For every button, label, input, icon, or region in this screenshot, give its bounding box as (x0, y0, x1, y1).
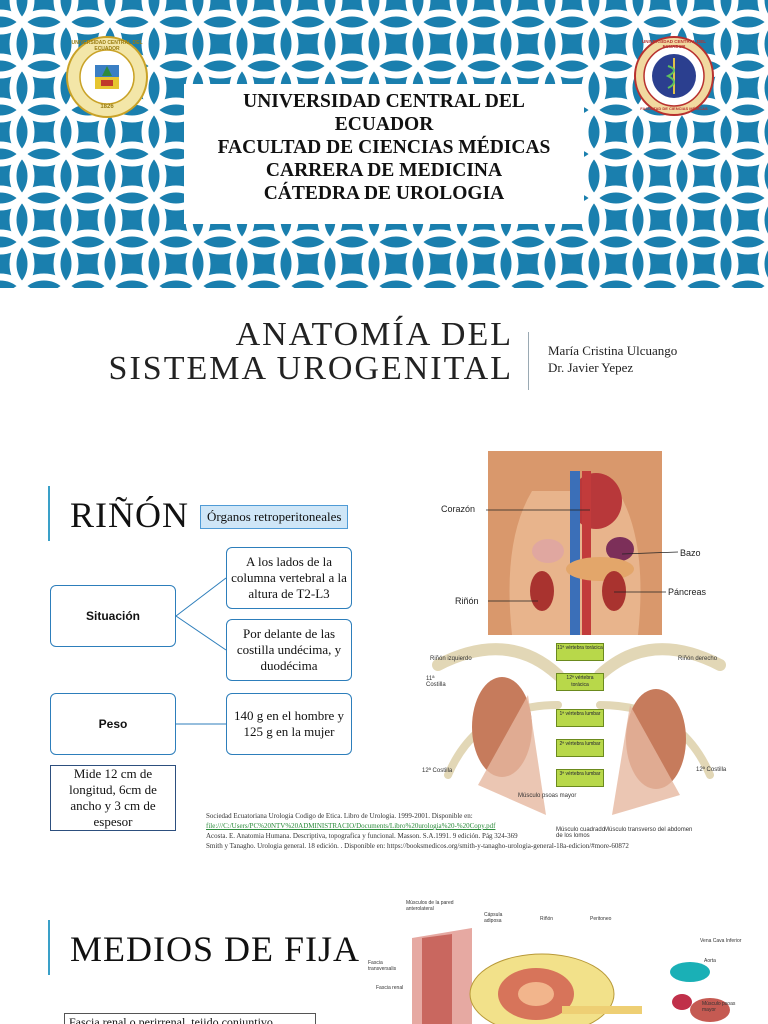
situacion-item-costilla: Por delante de las costilla undécima, y … (226, 619, 352, 681)
title-line-country: ECUADOR (334, 114, 434, 135)
title-line-1: ANATOMÍA DEL (235, 316, 513, 353)
heading-accent-bar-2 (48, 920, 50, 975)
author-student: María Cristina Ulcuango (548, 343, 678, 358)
left-university-seal: UNIVERSIDAD CENTRAL DEL ECUADOR 1826 (66, 36, 148, 118)
right-seal-text: UNIVERSIDAD CENTRAL DEL ECUADOR (642, 39, 706, 49)
diagram-connectors (175, 577, 227, 725)
situacion-node: Situación (50, 585, 176, 647)
kidneys-vertebrae-figure (418, 635, 740, 835)
title-line-career: CARRERA DE MEDICINA (265, 160, 503, 181)
heading-accent-bar (48, 486, 50, 541)
rinon-slide: RIÑÓN Órganos retroperitoneales Situació… (0, 423, 768, 888)
fascia-note-box: Fascia renal o perirrenal, tejido conjun… (64, 1013, 316, 1024)
title-slide: ANATOMÍA DEL SISTEMA UROGENITAL María Cr… (0, 288, 768, 423)
label-kidney: Riñón (540, 916, 554, 922)
vertebra-l1: 1ª vértebra lumbar (556, 709, 604, 727)
right-faculty-seal: UNIVERSIDAD CENTRAL DEL ECUADOR FACULTAD… (634, 36, 714, 116)
label-peritoneum: Peritoneo (590, 916, 612, 922)
peso-node: Peso (50, 693, 176, 755)
title-line-chair: CÁTEDRA DE UROLOGIA (263, 183, 505, 204)
fixation-cross-section-figure (412, 898, 740, 1024)
authors: María Cristina Ulcuango Dr. Javier Yepez (548, 342, 677, 376)
label-bazo: Bazo (680, 548, 701, 558)
reference-3: Smith y Tanagho. Urologia general. 18 ed… (206, 842, 629, 850)
peso-value-node: 140 g en el hombre y 125 g en la mujer (226, 693, 352, 755)
header-slide: UNIVERSIDAD CENTRAL DEL ECUADOR 1826 UNI… (0, 0, 768, 288)
vertebra-t12: 12ª vértebra torácica (556, 673, 604, 691)
reference-2: Acosta. E. Anatomia Humana. Descriptiva,… (206, 832, 518, 840)
vertebra-l3: 3ª vértebra lumbar (556, 769, 604, 787)
label-adipose-capsule: Cápsula adiposa (484, 912, 503, 924)
label-rib-12-right: 12ª Costilla (696, 767, 727, 773)
label-anterolateral-muscles: Músculos de la pared anterolateral (406, 900, 454, 912)
figure-leader-lines (486, 509, 679, 602)
right-seal-bottom-text: FACULTAD DE CIENCIAS MÉDICAS (640, 106, 708, 111)
label-left-kidney: Riñón izquierdo (430, 656, 472, 662)
label-fascia-transversalis: Fascia transversalis (368, 960, 397, 972)
label-pancreas: Páncreas (668, 587, 707, 597)
title-line-2: SISTEMA UROGENITAL (108, 350, 513, 387)
fijacion-heading: MEDIOS DE FIJA (70, 929, 361, 969)
presentation-title: ANATOMÍA DEL SISTEMA UROGENITAL (48, 318, 513, 386)
title-line-faculty: FACULTAD DE CIENCIAS MÉDICAS (217, 137, 551, 158)
situacion-item-columna: A los lados de la columna vertebral a la… (226, 547, 352, 609)
reference-1-link[interactable]: file:///C:/Users/PC%20NTV%20ADMINISTRACI… (206, 822, 496, 830)
label-vena-cava: Vena Cava Inferior (700, 938, 742, 944)
title-line-university: UNIVERSIDAD CENTRAL DEL (243, 91, 525, 112)
reference-1: Sociedad Ecuatoriana Urologia Codigo de … (206, 812, 473, 820)
author-teacher: Dr. Javier Yepez (548, 360, 634, 375)
retroperitoneal-tag: Órganos retroperitoneales (200, 505, 349, 529)
dimensions-box: Mide 12 cm de longitud, 6cm de ancho y 3… (50, 765, 176, 831)
university-title-box: UNIVERSIDAD CENTRAL DEL ECUADOR FACULTAD… (184, 84, 584, 224)
label-psoas: Músculo psoas mayor (518, 793, 577, 799)
label-rib-12-left: 12ª Costilla (422, 768, 453, 774)
vertebra-l2: 2ª vértebra lumbar (556, 739, 604, 757)
label-quadratus: Músculo cuadrado de los lomos (556, 827, 606, 839)
references: Sociedad Ecuatoriana Urologia Codigo de … (206, 811, 726, 851)
title-divider (528, 332, 529, 390)
left-seal-year: 1826 (100, 104, 114, 110)
label-right-kidney: Riñón derecho (678, 656, 718, 662)
rinon-heading: RIÑÓN (70, 495, 189, 535)
torso-organs-figure (488, 451, 662, 635)
label-transverse-abdomen: Músculo transverso del abdomen (604, 827, 693, 833)
label-aorta: Aorta (704, 958, 716, 964)
vertebra-t11: 11ª vértebra torácica (556, 643, 604, 661)
label-fascia-renal: Fascia renal (376, 985, 404, 991)
label-rib-11: 11ª Costilla (426, 676, 446, 688)
label-rinon: Riñón (455, 596, 479, 606)
label-corazon: Corazón (441, 504, 476, 514)
fijacion-slide: MEDIOS DE FIJA Músculos de la pared ante… (0, 888, 768, 1024)
left-seal-text: UNIVERSIDAD CENTRAL DEL ECUADOR (71, 40, 143, 52)
label-psoas-major: Músculo psoas mayor (702, 1001, 736, 1013)
circle-pattern-background (0, 0, 768, 288)
